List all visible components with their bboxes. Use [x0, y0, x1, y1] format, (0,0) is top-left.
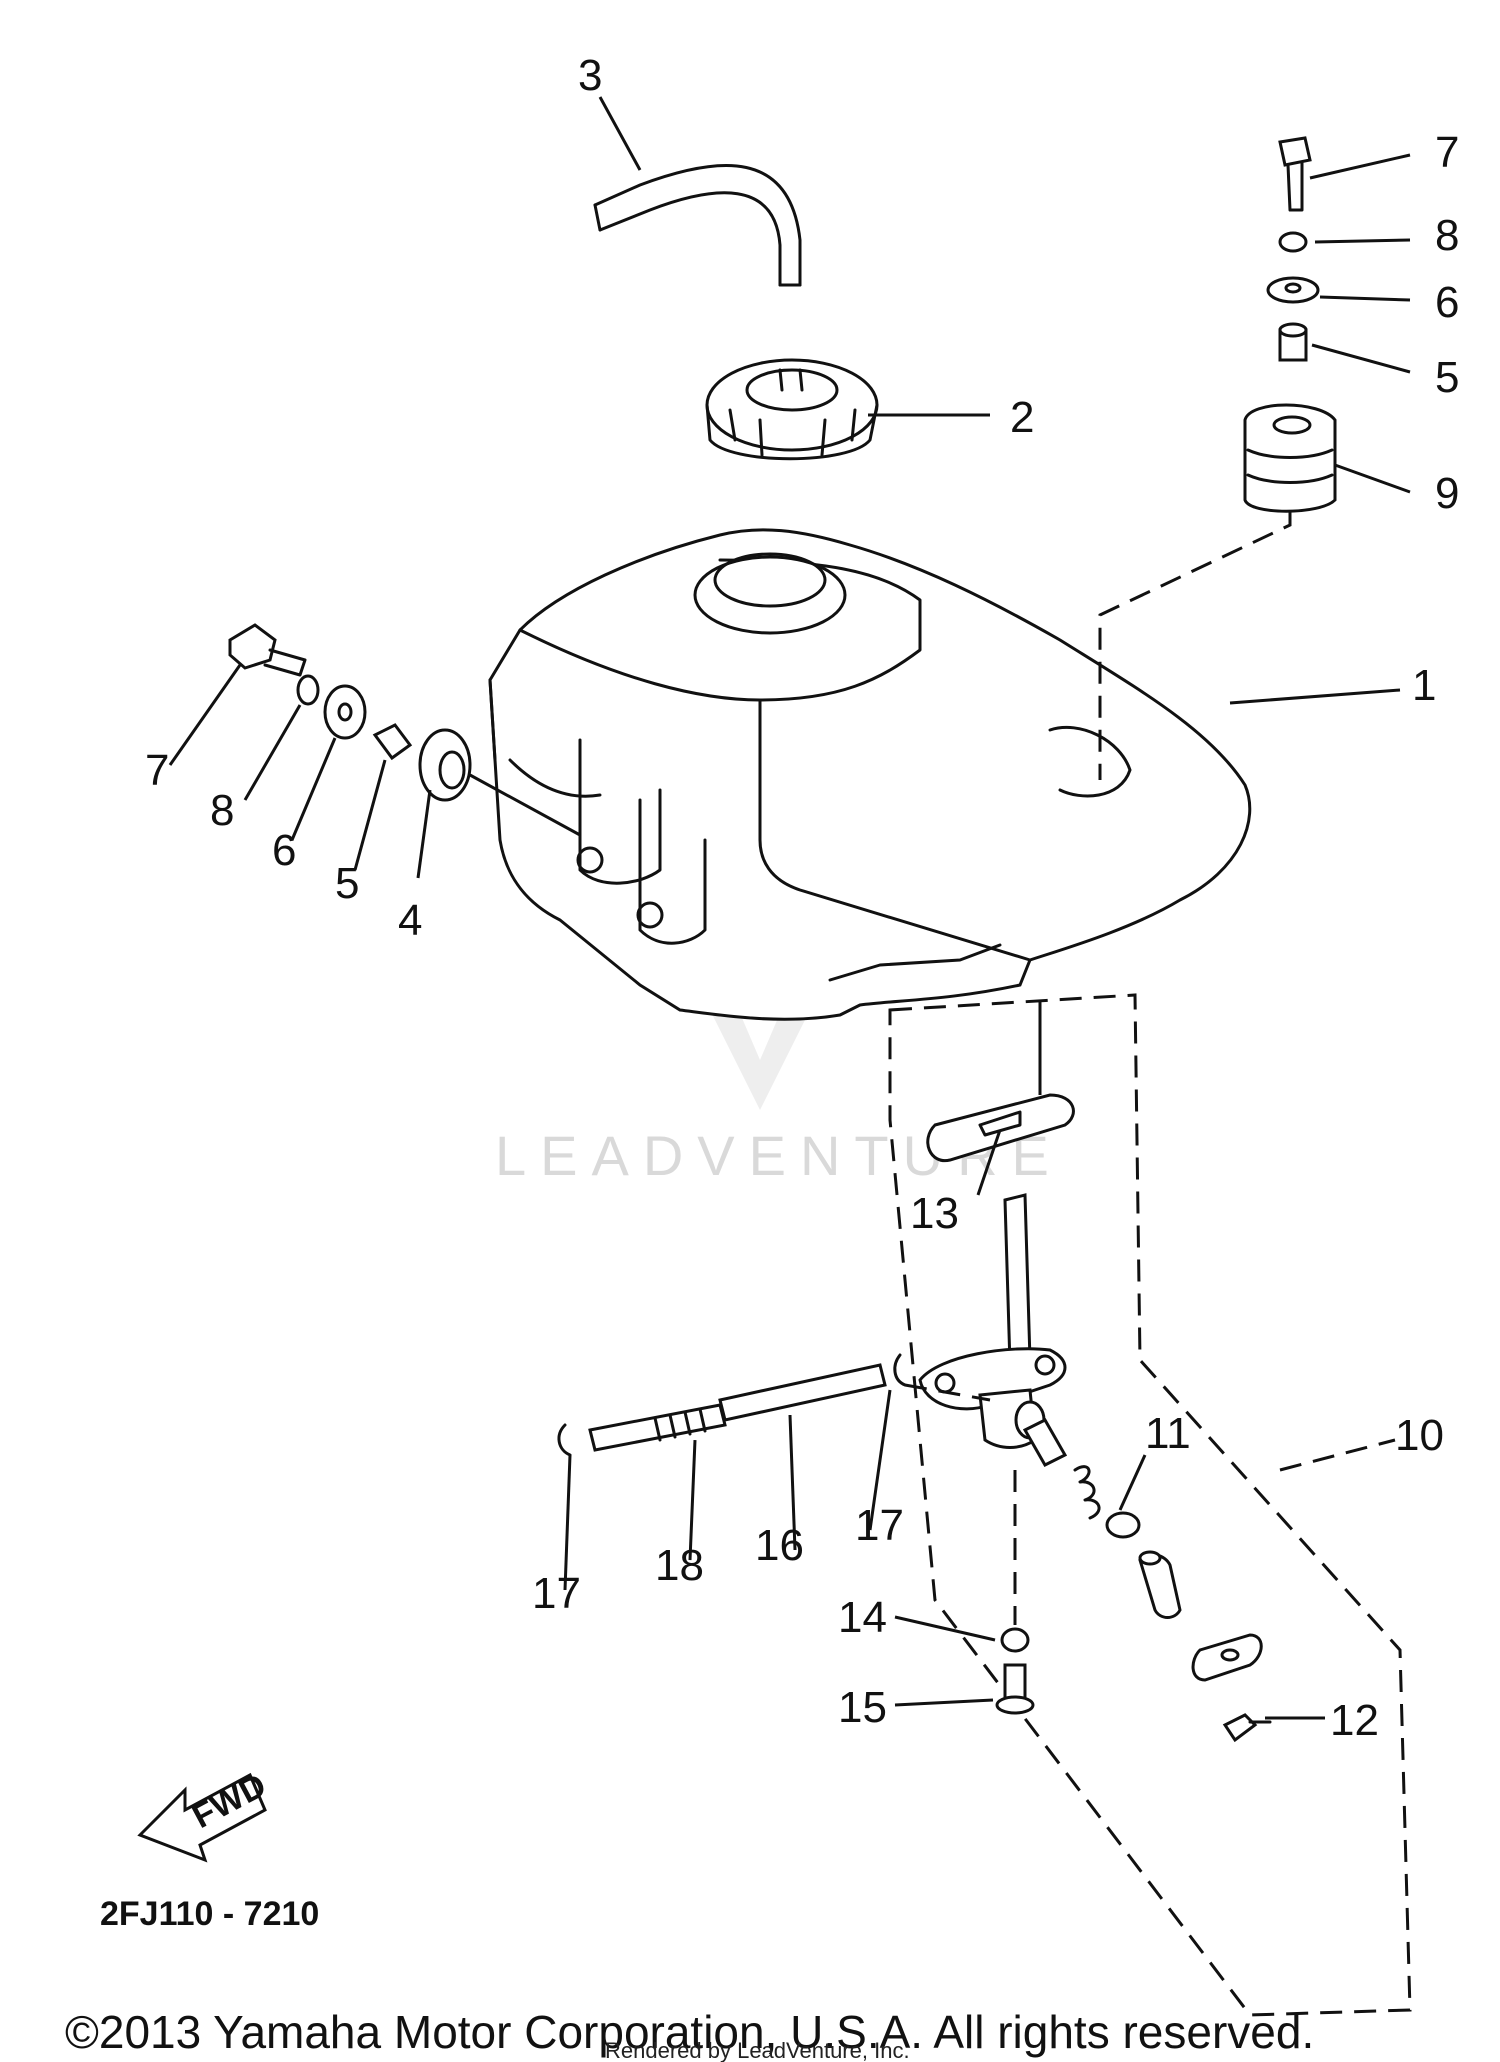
callout-9: 9 [1435, 469, 1459, 518]
callout-labels: 3 2 1 7 8 6 5 9 7 8 6 5 4 13 10 11 17 18… [145, 51, 1459, 1745]
fuel-cock-screen [1022, 1418, 1068, 1467]
fuel-cap [705, 358, 879, 461]
fuel-cock-plate [1191, 1633, 1263, 1682]
callout-17-left: 17 [532, 1569, 581, 1618]
callout-2: 2 [1010, 393, 1034, 442]
drain-screw [995, 1663, 1035, 1715]
callout-1: 1 [1412, 661, 1436, 710]
fuel-cock-spring [1073, 1465, 1101, 1520]
left-mount-damper [418, 728, 472, 802]
fuel-pipe [588, 1403, 727, 1452]
right-mount-lock-washer [1278, 231, 1308, 253]
diagram-code: 2FJ110 - 7210 [100, 1895, 319, 1933]
right-mount-collar [1278, 322, 1308, 362]
callout-7-right: 7 [1435, 128, 1459, 177]
callout-5-right: 5 [1435, 353, 1459, 402]
right-mount-damper [1243, 403, 1337, 513]
left-mount-lock-washer [296, 674, 320, 706]
fuel-hose [718, 1363, 887, 1422]
left-mount-collar [372, 723, 413, 761]
fuel-tank [488, 528, 1252, 1021]
fuel-cock-o-ring [1105, 1511, 1141, 1539]
callout-18: 18 [655, 1541, 704, 1590]
callout-14: 14 [838, 1593, 887, 1642]
fuel-cock-plate-screw [1222, 1713, 1272, 1743]
left-mount-washer [323, 684, 367, 740]
fuel-cock-lever [1138, 1550, 1182, 1619]
callout-10: 10 [1395, 1411, 1444, 1460]
copyright-notice: ©2013 Yamaha Motor Corporation, U.S.A. A… [65, 2006, 1314, 2058]
callout-17-right: 17 [855, 1501, 904, 1550]
hose-axis-line [904, 1383, 991, 1402]
rendered-by-notice: Rendered by LeadVenture, Inc. [605, 2038, 910, 2062]
fuel-hose-clip-right [893, 1353, 907, 1387]
breather-hose [593, 163, 802, 287]
callout-4: 4 [398, 896, 422, 945]
left-mount-axis-line [469, 773, 581, 837]
callout-3: 3 [578, 51, 602, 100]
right-mount-axis-line [1098, 510, 1292, 780]
callout-13: 13 [910, 1189, 959, 1238]
callout-16: 16 [755, 1521, 804, 1570]
fuel-cock-assembly-boundary [888, 993, 1412, 2017]
fwd-arrow: FWD [137, 1766, 272, 1863]
callout-15: 15 [838, 1683, 887, 1732]
right-mount-washer [1266, 276, 1320, 304]
callout-7-left: 7 [145, 746, 169, 795]
leader-lines [168, 96, 1411, 1720]
callout-8-right: 8 [1435, 211, 1459, 260]
callout-5-left: 5 [335, 859, 359, 908]
callout-11: 11 [1145, 1409, 1191, 1458]
callout-12: 12 [1330, 1696, 1379, 1745]
callout-6-left: 6 [272, 826, 296, 875]
drain-gasket [1000, 1627, 1030, 1653]
fuel-cock-gasket [926, 1093, 1075, 1163]
callout-8-left: 8 [210, 786, 234, 835]
right-mount-bolt [1278, 136, 1312, 212]
left-mount-bolt [228, 623, 307, 677]
callout-6-right: 6 [1435, 278, 1459, 327]
fuel-hose-clip-left [557, 1423, 572, 1457]
